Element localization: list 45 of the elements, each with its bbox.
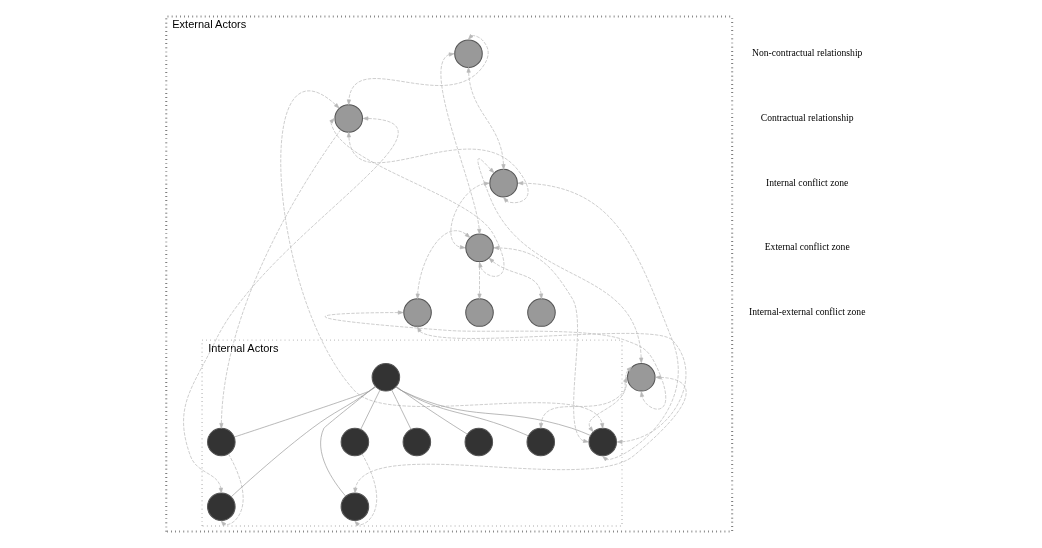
legend-label: Internal conflict zone	[765, 176, 848, 188]
connector	[359, 389, 380, 430]
connector	[395, 386, 591, 436]
legend-label: External conflict zone	[764, 241, 850, 253]
arrow	[324, 310, 666, 410]
node-circle	[206, 427, 236, 457]
arrow	[416, 326, 686, 444]
node-circle	[526, 298, 556, 327]
connector	[395, 386, 529, 437]
arrow	[493, 245, 589, 443]
arrow	[440, 52, 481, 235]
node-circle	[402, 427, 431, 457]
legend-label: Non-contractual relationship	[751, 47, 862, 59]
node-circle	[371, 363, 400, 392]
arrow	[517, 181, 679, 462]
node-circle	[402, 298, 432, 327]
arrow	[346, 131, 528, 204]
connector	[395, 386, 468, 435]
arrow	[415, 230, 470, 300]
arrow	[280, 91, 604, 429]
arrow	[476, 261, 482, 300]
connector	[319, 386, 376, 497]
arrow	[450, 181, 489, 250]
arrow	[477, 158, 643, 364]
connector	[390, 389, 411, 430]
arrow	[488, 257, 543, 300]
arrow	[328, 118, 504, 277]
node-circle	[206, 492, 236, 521]
legend-label: Internal-external conflict zone	[748, 306, 865, 318]
node-circle	[464, 427, 493, 457]
node-circle	[340, 492, 369, 521]
arrow	[182, 116, 398, 494]
node-circle	[340, 427, 369, 457]
arrow	[218, 129, 341, 429]
node-circle	[453, 39, 483, 68]
node-circle	[464, 298, 494, 327]
legend-label: Contractual relationship	[760, 111, 854, 123]
arrow	[354, 453, 377, 527]
arrow	[538, 366, 632, 429]
arrow	[466, 67, 505, 170]
connector	[233, 386, 376, 438]
connector	[230, 386, 376, 498]
node-circle	[526, 427, 555, 457]
arrow	[346, 34, 489, 105]
arrow	[220, 453, 243, 527]
